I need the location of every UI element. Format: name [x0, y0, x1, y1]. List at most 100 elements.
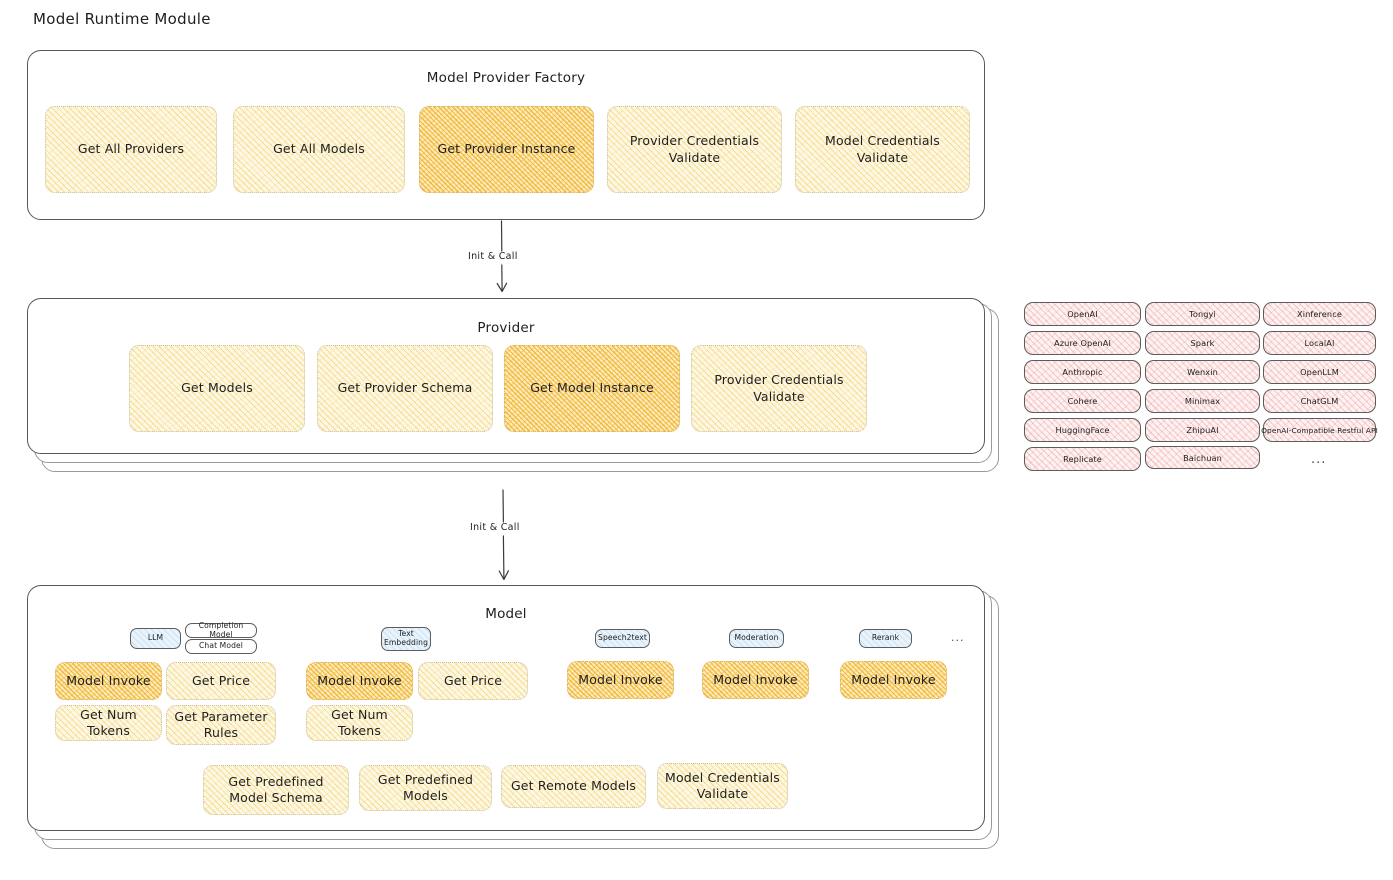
- speech2text-method-model-invoke[interactable]: Model Invoke: [567, 661, 674, 699]
- llm-method-model-invoke[interactable]: Model Invoke: [55, 662, 162, 700]
- model-method-label: Get Predefined Model Schema: [228, 773, 324, 806]
- provider-list-item-baichuan[interactable]: Baichuan: [1145, 446, 1260, 469]
- provider-list-label: Replicate: [1063, 454, 1102, 464]
- rerank-method-model-invoke[interactable]: Model Invoke: [840, 661, 947, 699]
- model-title: Model: [485, 606, 527, 622]
- provider-method-label: Get Provider Schema: [337, 380, 473, 396]
- factory-method-label: Get Provider Instance: [437, 141, 576, 157]
- provider-list-item-openllm[interactable]: OpenLLM: [1263, 360, 1376, 384]
- model-types-more-ellipsis: ...: [951, 631, 965, 644]
- provider-list-label: Baichuan: [1183, 452, 1222, 463]
- provider-list-item-anthropic[interactable]: Anthropic: [1024, 360, 1141, 384]
- provider-list-label: OpenAI: [1067, 309, 1098, 319]
- llm-method-get-num-tokens[interactable]: Get Num Tokens: [55, 705, 162, 741]
- arrow-factory-to-provider: Init & Call: [468, 220, 540, 296]
- provider-method-get-provider-schema[interactable]: Get Provider Schema: [317, 345, 493, 432]
- text-embedding-method-get-num-tokens[interactable]: Get Num Tokens: [306, 705, 413, 741]
- provider-list-label: Cohere: [1067, 396, 1098, 406]
- provider-method-get-model-instance[interactable]: Get Model Instance: [504, 345, 680, 432]
- model-method-label: Get Num Tokens: [80, 706, 137, 739]
- model-subtype-completion-model[interactable]: Completion Model: [185, 621, 257, 638]
- text-embedding-method-model-invoke[interactable]: Model Invoke: [306, 662, 413, 700]
- factory-method-get-provider-instance[interactable]: Get Provider Instance: [419, 106, 594, 193]
- provider-method-get-models[interactable]: Get Models: [129, 345, 305, 432]
- provider-list-label: OpenAI-Compatible Restful API: [1261, 425, 1378, 435]
- provider-list-label: Xinference: [1297, 309, 1342, 319]
- factory-method-provider-credentials-validate[interactable]: Provider Credentials Validate: [607, 106, 782, 193]
- arrow-provider-to-model: Init & Call: [470, 489, 542, 585]
- provider-list-label: Azure OpenAI: [1054, 338, 1111, 348]
- model-method-label: Get Predefined Models: [377, 771, 474, 804]
- model-method-label: Get Remote Models: [510, 778, 637, 794]
- provider-list-label: LocalAI: [1304, 338, 1335, 348]
- provider-list-label: Minimax: [1184, 396, 1221, 406]
- moderation-method-model-invoke[interactable]: Model Invoke: [702, 661, 809, 699]
- model-type-label: Text Embedding: [384, 629, 428, 647]
- provider-method-label: Provider Credentials Validate: [714, 372, 844, 404]
- model-type-label: Moderation: [734, 633, 779, 643]
- model-method-label: Get Num Tokens: [331, 706, 388, 739]
- provider-list-label: OpenLLM: [1300, 367, 1339, 377]
- model-subtype-chat-model[interactable]: Chat Model: [185, 639, 257, 654]
- provider-list-item-azure-openai[interactable]: Azure OpenAI: [1024, 331, 1141, 355]
- factory-method-label: Get All Providers: [77, 141, 185, 157]
- provider-list-item-zhipuai[interactable]: ZhipuAI: [1145, 418, 1260, 442]
- model-type-llm[interactable]: LLM: [130, 628, 181, 649]
- provider-list-item-xinference[interactable]: Xinference: [1263, 302, 1376, 326]
- llm-method-get-parameter-rules[interactable]: Get Parameter Rules: [166, 705, 276, 745]
- provider-list-item-tongyi[interactable]: Tongyi: [1145, 302, 1260, 326]
- model-method-label: Get Price: [443, 672, 503, 688]
- arrow-1-label: Init & Call: [468, 251, 518, 262]
- model-type-text-embedding[interactable]: Text Embedding: [381, 627, 431, 651]
- text-embedding-method-get-price[interactable]: Get Price: [418, 662, 528, 700]
- factory-method-label: Provider Credentials Validate: [629, 133, 760, 165]
- model-provider-factory-title: Model Provider Factory: [426, 70, 586, 86]
- model-subtype-label: Chat Model: [199, 641, 243, 651]
- model-method-label: Model Credentials Validate: [665, 769, 780, 802]
- provider-list-item-replicate[interactable]: Replicate: [1024, 447, 1141, 471]
- provider-title: Provider: [477, 320, 535, 336]
- model-method-label: Model Invoke: [317, 672, 402, 688]
- provider-list-item-minimax[interactable]: Minimax: [1145, 389, 1260, 413]
- provider-list-item-localai[interactable]: LocalAI: [1263, 331, 1376, 355]
- model-method-label: Get Price: [191, 672, 251, 688]
- model-method-label: Model Invoke: [578, 671, 663, 687]
- provider-list-item-openai-compatible-restful-api[interactable]: OpenAI-Compatible Restful API: [1261, 418, 1378, 442]
- factory-method-get-all-models[interactable]: Get All Models: [233, 106, 405, 193]
- provider-list-item-chatglm[interactable]: ChatGLM: [1263, 389, 1376, 413]
- model-shared-method-get-remote-models[interactable]: Get Remote Models: [501, 765, 646, 808]
- model-type-moderation[interactable]: Moderation: [729, 629, 784, 648]
- provider-method-label: Get Models: [181, 380, 253, 396]
- arrow-1-svg: [496, 220, 508, 293]
- provider-list-label: Spark: [1190, 338, 1215, 348]
- model-type-label: Rerank: [871, 633, 900, 643]
- model-type-speech2text[interactable]: Speech2text: [595, 629, 650, 648]
- provider-list-label: ChatGLM: [1300, 396, 1339, 406]
- factory-method-model-credentials-validate[interactable]: Model Credentials Validate: [795, 106, 970, 193]
- provider-list-item-spark[interactable]: Spark: [1145, 331, 1260, 355]
- model-shared-method-get-predefined-models[interactable]: Get Predefined Models: [359, 765, 492, 811]
- provider-method-label: Get Model Instance: [530, 380, 654, 396]
- model-method-label: Model Invoke: [851, 671, 936, 687]
- arrow-2-svg: [498, 489, 509, 581]
- model-method-label: Model Invoke: [66, 672, 151, 688]
- provider-list-label: HuggingFace: [1055, 425, 1110, 435]
- llm-method-get-price[interactable]: Get Price: [166, 662, 276, 700]
- model-shared-method-get-predefined-model-schema[interactable]: Get Predefined Model Schema: [203, 765, 349, 815]
- provider-list-more-ellipsis: ...: [1311, 452, 1327, 467]
- provider-list-item-cohere[interactable]: Cohere: [1024, 389, 1141, 413]
- model-shared-method-model-credentials-validate[interactable]: Model Credentials Validate: [657, 763, 788, 809]
- provider-list-item-huggingface[interactable]: HuggingFace: [1024, 418, 1141, 442]
- model-method-label: Model Invoke: [713, 671, 798, 687]
- provider-method-provider-credentials-validate[interactable]: Provider Credentials Validate: [691, 345, 867, 432]
- model-method-label: Get Parameter Rules: [174, 708, 268, 741]
- provider-list-label: Anthropic: [1062, 367, 1103, 377]
- provider-list-label: Tongyi: [1189, 309, 1216, 319]
- provider-list-item-wenxin[interactable]: Wenxin: [1145, 360, 1260, 384]
- factory-method-get-all-providers[interactable]: Get All Providers: [45, 106, 217, 193]
- provider-list-label: Wenxin: [1187, 367, 1218, 377]
- provider-list-item-openai[interactable]: OpenAI: [1024, 302, 1141, 326]
- factory-method-label: Get All Models: [273, 141, 365, 157]
- page-title: Model Runtime Module: [33, 10, 211, 28]
- model-type-rerank[interactable]: Rerank: [859, 629, 912, 648]
